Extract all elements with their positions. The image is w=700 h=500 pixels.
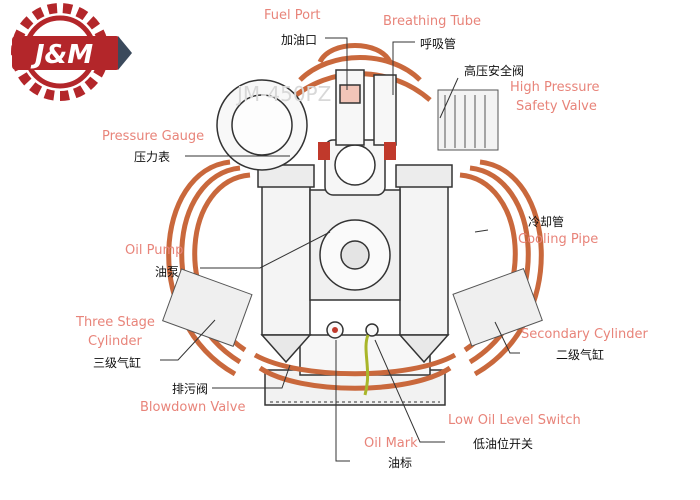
pressure-gauge-label-en: Pressure Gauge: [102, 129, 205, 144]
fuel-port-label-en: Fuel Port: [264, 8, 321, 23]
stage-fins: [162, 267, 543, 347]
oil-mark-dot: [332, 327, 338, 333]
cooling-pipe-label-zh: 冷却管: [528, 215, 565, 229]
safety-valve-label-en-1: High Pressure: [510, 80, 600, 95]
three-stage-label-en-1: Three Stage: [76, 315, 155, 330]
safety-valve-fins: [437, 89, 499, 151]
cylinders: [257, 164, 453, 364]
blowdown-valve-label-en: Blowdown Valve: [140, 400, 246, 415]
oil-pump-label-zh: 油泵: [155, 265, 180, 279]
secondary-cylinder-label-en: Secondary Cylinder: [521, 327, 648, 342]
logo-text: J&M: [30, 40, 93, 70]
oil-line: [363, 334, 370, 396]
logo-arrow: [118, 36, 132, 70]
safety-valve-label-en-2: Safety Valve: [516, 99, 597, 114]
breathing-tube-label-en: Breathing Tube: [383, 14, 481, 29]
three-stage-label-en-2: Cylinder: [88, 334, 142, 349]
oil-mark-label-zh: 油标: [388, 456, 413, 470]
secondary-cylinder-label-zh: 二级气缸: [556, 348, 605, 362]
low-oil-switch-label-en: Low Oil Level Switch: [448, 413, 581, 428]
oil-pump-label-en: Oil Pump: [125, 243, 184, 258]
left-red-valve: [318, 142, 330, 160]
safety-valve-label-zh: 高压安全阀: [464, 64, 525, 78]
top-ports: [335, 69, 397, 146]
right-red-valve: [384, 142, 396, 160]
leader-lines: [160, 37, 520, 462]
model-watermark: JM-450PZ: [235, 82, 331, 106]
three-stage-label-zh: 三级气缸: [93, 356, 142, 370]
logo-banner: [12, 36, 120, 70]
blowdown-valve-label-zh: 排污阀: [172, 382, 209, 396]
breathing-tube-label-zh: 呼吸管: [420, 37, 457, 51]
oil-switch: [365, 323, 379, 337]
pressure-gauge-label-zh: 压力表: [134, 150, 171, 164]
brand-logo: J&M: [11, 3, 132, 101]
fuel-port-label-zh: 加油口: [281, 33, 318, 47]
crankcase: [309, 139, 401, 301]
low-oil-switch-label-zh: 低油位开关: [473, 437, 534, 451]
cooling-pipe-label-en: Cooling Pipe: [518, 232, 599, 247]
oil-mark-label-en: Oil Mark: [364, 436, 418, 451]
pressure-gauge: [216, 79, 308, 171]
